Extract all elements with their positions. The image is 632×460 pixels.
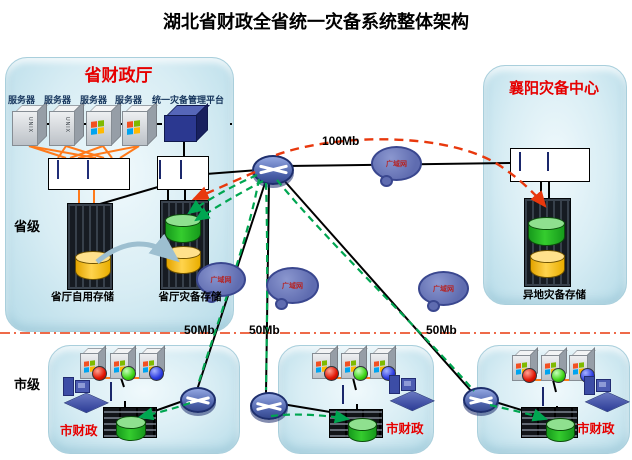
server-label-2: 服务器 <box>44 95 72 105</box>
province-panel-title: 省财政厅 <box>84 66 153 85</box>
lan-switch-icon <box>180 160 202 183</box>
san-switch-box <box>48 158 130 190</box>
status-ball-red <box>522 368 537 383</box>
xiangyang-switch-box <box>510 148 590 182</box>
wan-cloud-city2: 广域网 <box>266 267 319 310</box>
bandwidth-city3-label: 50Mb <box>426 323 457 337</box>
city3-label: 市财政 <box>577 422 615 436</box>
city1-san-switch-icon <box>110 382 132 405</box>
core-router-icon <box>252 155 294 185</box>
city3-disk-green <box>546 418 575 442</box>
province-level-label: 省级 <box>14 219 41 234</box>
city2-workstation-icon <box>383 373 435 412</box>
city2-label: 市财政 <box>386 422 424 436</box>
server-label-3: 服务器 <box>80 95 108 105</box>
lan-switch-icon <box>159 160 181 183</box>
offsite-storage-label: 异地灾备存储 <box>523 289 586 301</box>
management-platform-cube-icon <box>164 103 212 142</box>
server-label-1: 服务器 <box>8 95 36 105</box>
city1-label: 市财政 <box>60 424 98 438</box>
status-ball-green <box>353 366 368 381</box>
status-ball-red <box>324 366 339 381</box>
san-switch-icon <box>57 160 81 185</box>
unix-text: UNIX <box>26 117 33 133</box>
xiangyang-panel-title: 襄阳灾备中心 <box>508 80 599 97</box>
city1-disk-green <box>116 416 146 441</box>
unix-text: UNIX <box>63 117 70 133</box>
san-switch-icon <box>87 160 111 185</box>
windows-logo-icon <box>91 120 104 135</box>
bandwidth-city2-label: 50Mb <box>249 323 280 337</box>
page-title: 湖北省财政全省统一灾备系统整体架构 <box>163 12 469 32</box>
lan-switch-box <box>157 156 209 190</box>
dr-storage-disk-yellow <box>166 246 201 274</box>
city2-san-switch-icon <box>342 385 364 408</box>
offsite-disk-green <box>528 217 565 246</box>
dr-storage-disk-green <box>165 214 201 243</box>
dr-storage-label: 省厅灾备存储 <box>158 291 222 303</box>
own-storage-label: 省厅自用存储 <box>51 291 114 303</box>
city2-disk-green <box>348 418 377 442</box>
wan-cloud-backbone: 广域网 <box>371 146 422 187</box>
own-storage-disk-yellow <box>75 251 111 280</box>
server-front-face: UNIX <box>12 111 38 146</box>
windows-server-icon-1 <box>86 101 122 146</box>
windows-server-icon-2 <box>122 101 158 146</box>
status-ball-blue <box>149 366 164 381</box>
bandwidth-city1-label: 50Mb <box>184 323 215 337</box>
city1-router-icon <box>180 387 216 413</box>
status-ball-green <box>551 368 566 383</box>
unix-server-icon-2: UNIX <box>49 101 85 146</box>
city1-workstation-icon <box>57 375 109 414</box>
server-label-4: 服务器 <box>115 95 143 105</box>
platform-label: 统一灾备管理平台 <box>152 95 225 105</box>
bandwidth-backbone-label: 100Mb <box>322 134 360 148</box>
wan-cloud-city3: 广域网 <box>418 271 469 312</box>
city3-router-icon <box>463 387 499 413</box>
lan-switch-icon <box>547 152 569 175</box>
city3-workstation-icon <box>578 374 630 413</box>
lan-switch-icon <box>519 152 541 175</box>
windows-logo-icon <box>127 120 140 135</box>
status-ball-green <box>121 366 136 381</box>
server-side-face <box>37 101 47 146</box>
city2-router-icon <box>250 392 288 420</box>
unix-server-icon-1: UNIX <box>12 101 48 146</box>
offsite-disk-yellow <box>530 250 565 278</box>
city-level-label: 市级 <box>14 377 41 392</box>
